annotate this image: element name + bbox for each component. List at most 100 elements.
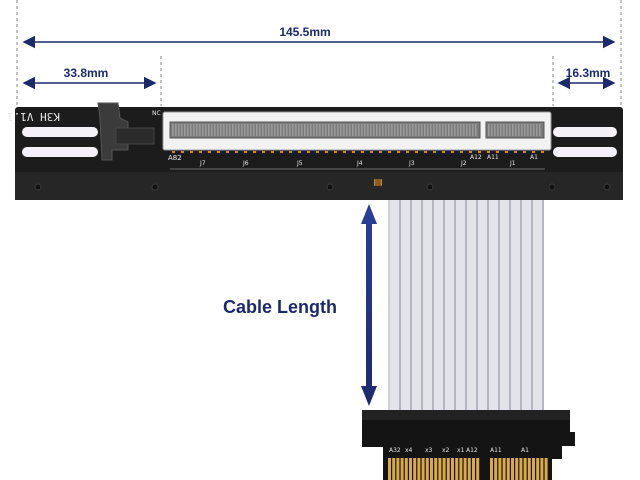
slot-pin	[175, 124, 177, 136]
solder-pad	[271, 151, 274, 153]
board-logo-icon	[374, 179, 382, 186]
solder-pad	[280, 151, 283, 153]
slot-label-j7: J7	[199, 160, 206, 167]
slot-pin	[283, 124, 285, 136]
slot-pin	[217, 124, 219, 136]
solder-pad	[442, 151, 445, 153]
slot-pin	[277, 124, 279, 136]
slot-pin	[451, 124, 453, 136]
slot-label-a1: A1	[530, 154, 538, 161]
cable-wire	[478, 200, 487, 412]
slot-pin	[367, 124, 369, 136]
slot-pin	[346, 124, 348, 136]
solder-pad	[181, 151, 184, 153]
x4-connector	[362, 410, 575, 480]
slot-pin	[388, 124, 390, 136]
slot-pin	[466, 124, 468, 136]
slot-pin	[325, 124, 327, 136]
slot-pin	[475, 124, 477, 136]
solder-pad	[244, 151, 247, 153]
gold-finger	[438, 458, 442, 480]
slot-pin	[494, 124, 496, 136]
solder-pad	[415, 151, 418, 153]
connector-label-a11: A11	[490, 447, 502, 454]
slot-pin	[512, 124, 514, 136]
slot-pin	[463, 124, 465, 136]
slot-pin	[355, 124, 357, 136]
slot-pin	[343, 124, 345, 136]
slot-pin	[506, 124, 508, 136]
slot-pin	[460, 124, 462, 136]
left-offset-label: 33.8mm	[64, 66, 109, 80]
slot-pin	[190, 124, 192, 136]
slot-pin	[361, 124, 363, 136]
slot-pin	[202, 124, 204, 136]
solder-pad	[397, 151, 400, 153]
slot-pin	[488, 124, 490, 136]
slot-pin	[208, 124, 210, 136]
solder-pad	[172, 151, 175, 153]
slot-pin	[376, 124, 378, 136]
solder-pad	[388, 151, 391, 153]
gold-finger	[421, 458, 425, 480]
connector-label-x1: x1	[457, 447, 465, 454]
slot-pin	[244, 124, 246, 136]
board-marking: K3H V1.1	[7, 110, 60, 123]
slot-pin	[268, 124, 270, 136]
solder-pad	[487, 151, 490, 153]
slot-pin	[298, 124, 300, 136]
slot-pin	[259, 124, 261, 136]
solder-pad	[208, 151, 211, 153]
gold-finger	[494, 458, 498, 480]
slot-pin	[214, 124, 216, 136]
slot-pin	[427, 124, 429, 136]
solder-pad	[226, 151, 229, 153]
slot-pin	[172, 124, 174, 136]
slot-pin	[232, 124, 234, 136]
slot-label-j6: J6	[242, 160, 249, 167]
slot-pin	[518, 124, 520, 136]
slot-pin	[430, 124, 432, 136]
slot-pin	[253, 124, 255, 136]
solder-pad	[199, 151, 202, 153]
solder-pad	[298, 151, 301, 153]
slot-pin	[310, 124, 312, 136]
gold-finger	[515, 458, 519, 480]
slot-pin	[256, 124, 258, 136]
solder-pad	[190, 151, 193, 153]
slot-label-a12: A12	[470, 154, 482, 161]
gold-finger	[523, 458, 527, 480]
solder-pad	[406, 151, 409, 153]
gold-finger	[442, 458, 446, 480]
slot-pin	[193, 124, 195, 136]
gold-finger	[409, 458, 412, 480]
gold-finger	[455, 458, 459, 480]
slot-pin	[286, 124, 288, 136]
connector-label-x2: x2	[442, 447, 450, 454]
slot-pin	[491, 124, 493, 136]
gold-finger	[463, 458, 467, 480]
gold-finger	[540, 458, 544, 480]
connector-label-a12: A12	[466, 447, 478, 454]
solder-pad	[532, 151, 535, 153]
slot-pin	[223, 124, 225, 136]
slot-pin	[521, 124, 523, 136]
slot-label-a82: A82	[168, 154, 182, 162]
solder-pad	[523, 151, 526, 153]
cable-wire	[401, 200, 410, 412]
solder-pad	[424, 151, 427, 153]
cable-length-label: Cable Length	[223, 297, 337, 317]
cable-wire	[434, 200, 443, 412]
gold-finger	[451, 458, 454, 480]
solder-pad	[217, 151, 220, 153]
slot-pin	[250, 124, 252, 136]
gold-finger	[467, 458, 471, 480]
gold-finger	[490, 458, 493, 480]
solder-pad	[316, 151, 319, 153]
slot-pin	[316, 124, 318, 136]
gold-finger	[506, 458, 510, 480]
slot-pin	[307, 124, 309, 136]
slot-pin	[187, 124, 189, 136]
slot-pin	[497, 124, 499, 136]
